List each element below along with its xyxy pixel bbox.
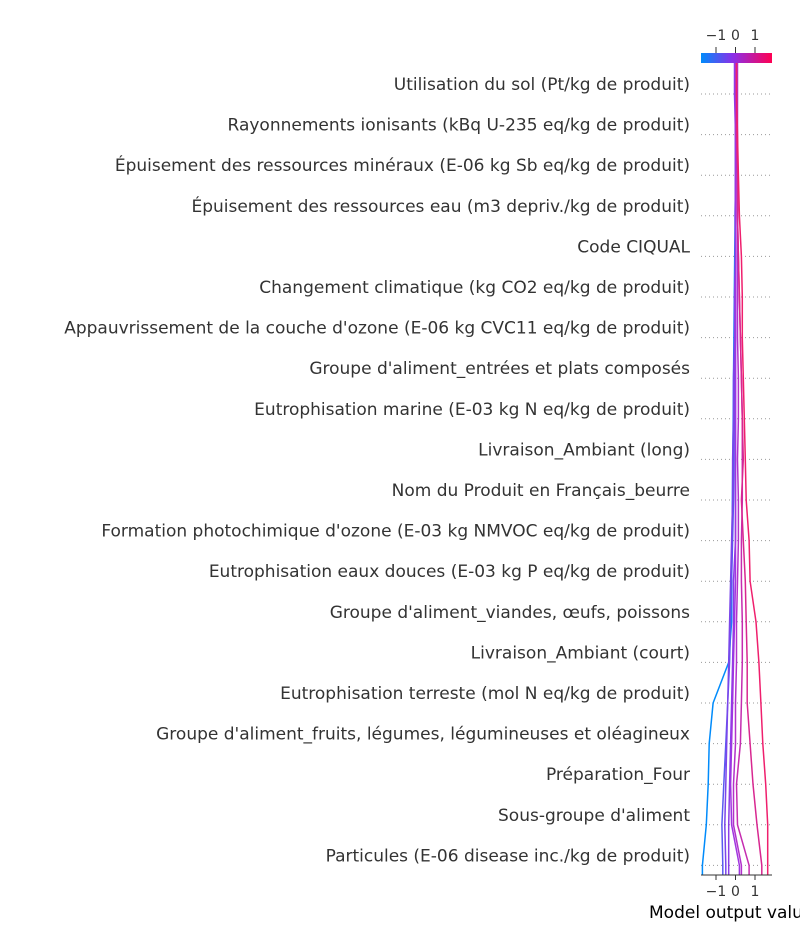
colorbar-gradient — [701, 53, 772, 63]
feature-label: Préparation_Four — [546, 765, 690, 785]
feature-label: Groupe d'aliment_entrées et plats compos… — [309, 359, 690, 379]
feature-labels: Utilisation du sol (Pt/kg de produit) Ray… — [64, 75, 690, 866]
feature-label: Formation photochimique d'ozone (E-03 kg… — [101, 522, 690, 542]
feature-label: Eutrophisation terreste (mol N eq/kg de … — [280, 684, 690, 704]
colorbar-tick-label: 1 — [751, 28, 760, 44]
feature-label: Sous-groupe d'aliment — [498, 806, 690, 826]
feature-label: Rayonnements ionisants (kBq U-235 eq/kg … — [228, 116, 690, 136]
decision-line — [729, 63, 741, 875]
decision-line — [735, 63, 769, 875]
x-axis-title: Model output value — [649, 903, 800, 923]
feature-label: Livraison_Ambiant (long) — [478, 440, 690, 460]
row-guides — [701, 93, 772, 866]
feature-label: Groupe d'aliment_fruits, légumes, légumi… — [156, 725, 690, 745]
feature-label: Particules (E-06 disease inc./kg de prod… — [326, 846, 690, 866]
x-tick-label: 1 — [751, 884, 760, 900]
feature-label: Appauvrissement de la couche d'ozone (E-… — [64, 319, 690, 339]
decision-line — [721, 63, 737, 875]
feature-label: Livraison_Ambiant (court) — [471, 643, 690, 663]
feature-label: Eutrophisation eaux douces (E-03 kg P eq… — [209, 562, 690, 582]
decision-line — [735, 63, 763, 875]
feature-label: Nom du Produit en Français_beurre — [392, 481, 690, 501]
colorbar-tick-label: −1 — [706, 28, 727, 44]
feature-label: Épuisement des ressources eau (m3 depriv… — [191, 195, 690, 217]
colorbar-tick-label: 0 — [731, 28, 740, 44]
feature-label: Code CIQUAL — [577, 237, 690, 257]
feature-label: Changement climatique (kg CO2 eq/kg de p… — [259, 278, 690, 298]
feature-label: Épuisement des ressources minéraux (E-06… — [115, 154, 690, 176]
feature-label: Utilisation du sol (Pt/kg de produit) — [394, 75, 690, 95]
feature-label: Groupe d'aliment_viandes, œufs, poissons — [330, 603, 690, 623]
decision-lines — [701, 63, 769, 875]
feature-label: Eutrophisation marine (E-03 kg N eq/kg d… — [254, 400, 690, 420]
x-tick-label: −1 — [706, 884, 727, 900]
x-tick-label: 0 — [731, 884, 740, 900]
